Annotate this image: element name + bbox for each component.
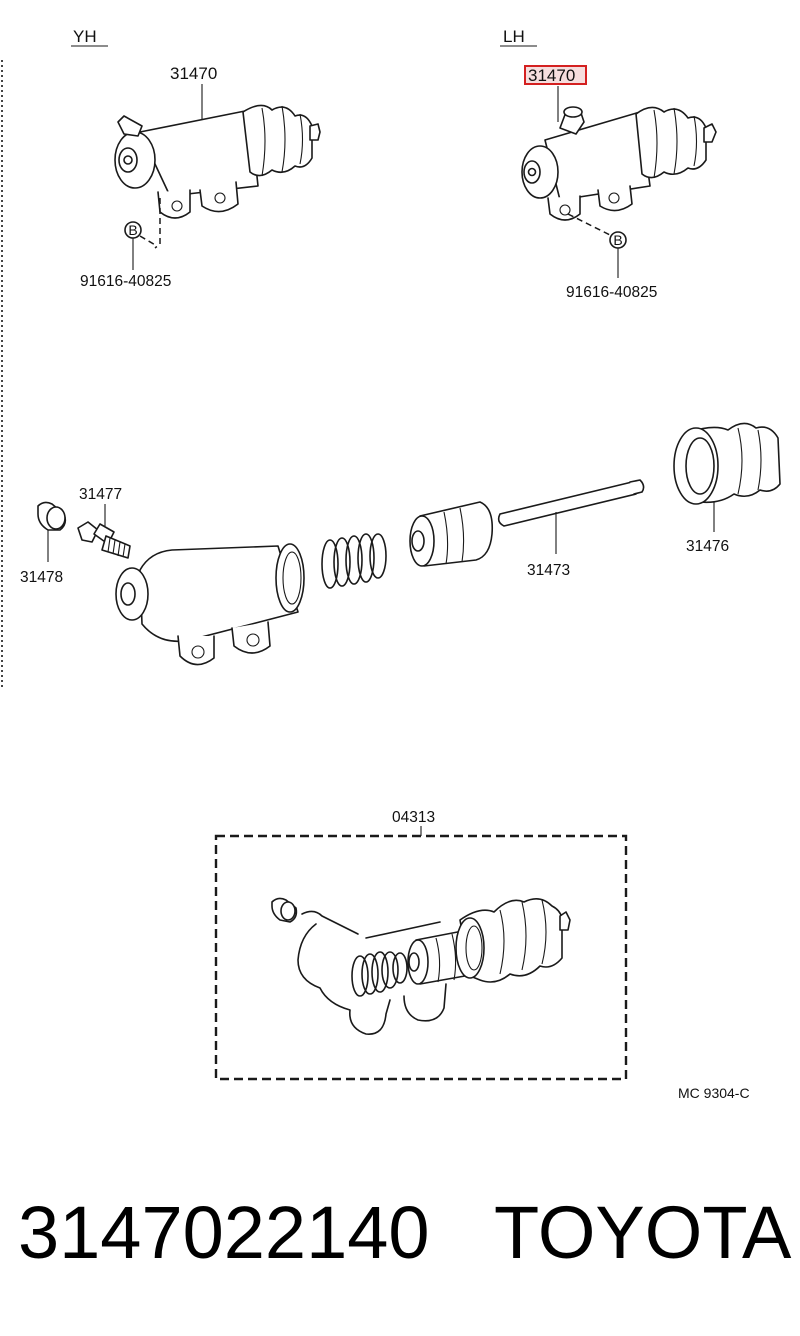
yh-section: YH 31470 B 91616-40825 [71, 27, 321, 290]
spring [321, 533, 387, 589]
release-cylinder-lh [521, 106, 717, 221]
bleeder-cap [37, 501, 67, 531]
lh-section: LH 31470 B 91616-40825 [500, 27, 717, 301]
bleeder-screw [77, 521, 131, 559]
repair-kit-box [214, 834, 628, 1081]
part-label-bolt-lh[interactable]: 91616-40825 [566, 284, 657, 301]
push-rod [497, 479, 645, 527]
cylinder-body [115, 543, 305, 666]
variant-label-lh: LH [503, 27, 525, 46]
exploded-view: 31478 31477 [20, 422, 781, 666]
part-label-boot[interactable]: 31476 [686, 538, 729, 555]
brand-name: TOYOTA [494, 1191, 792, 1274]
part-label-bolt-yh[interactable]: 91616-40825 [80, 273, 171, 290]
repair-kit: 04313 [214, 809, 628, 1081]
part-number: 3147022140 [18, 1191, 430, 1274]
highlight-box [524, 65, 587, 85]
part-label-bleeder-screw[interactable]: 31477 [79, 486, 122, 503]
bolt-marker-yh: B [128, 222, 137, 238]
part-label-cylinder-lh[interactable]: 31470 [528, 66, 575, 85]
figure-code: MC 9304-C [678, 1085, 750, 1101]
boot [673, 422, 781, 505]
repair-kit-contents [271, 897, 571, 1035]
piston [409, 501, 494, 567]
part-label-repair-kit[interactable]: 04313 [392, 809, 435, 826]
variant-label-yh: YH [73, 27, 97, 46]
bolt-marker-lh: B [613, 232, 622, 248]
part-label-cylinder-yh[interactable]: 31470 [170, 64, 217, 83]
part-label-push-rod[interactable]: 31473 [527, 562, 570, 579]
part-label-bleeder-cap[interactable]: 31478 [20, 569, 63, 586]
release-cylinder-yh [114, 104, 321, 219]
